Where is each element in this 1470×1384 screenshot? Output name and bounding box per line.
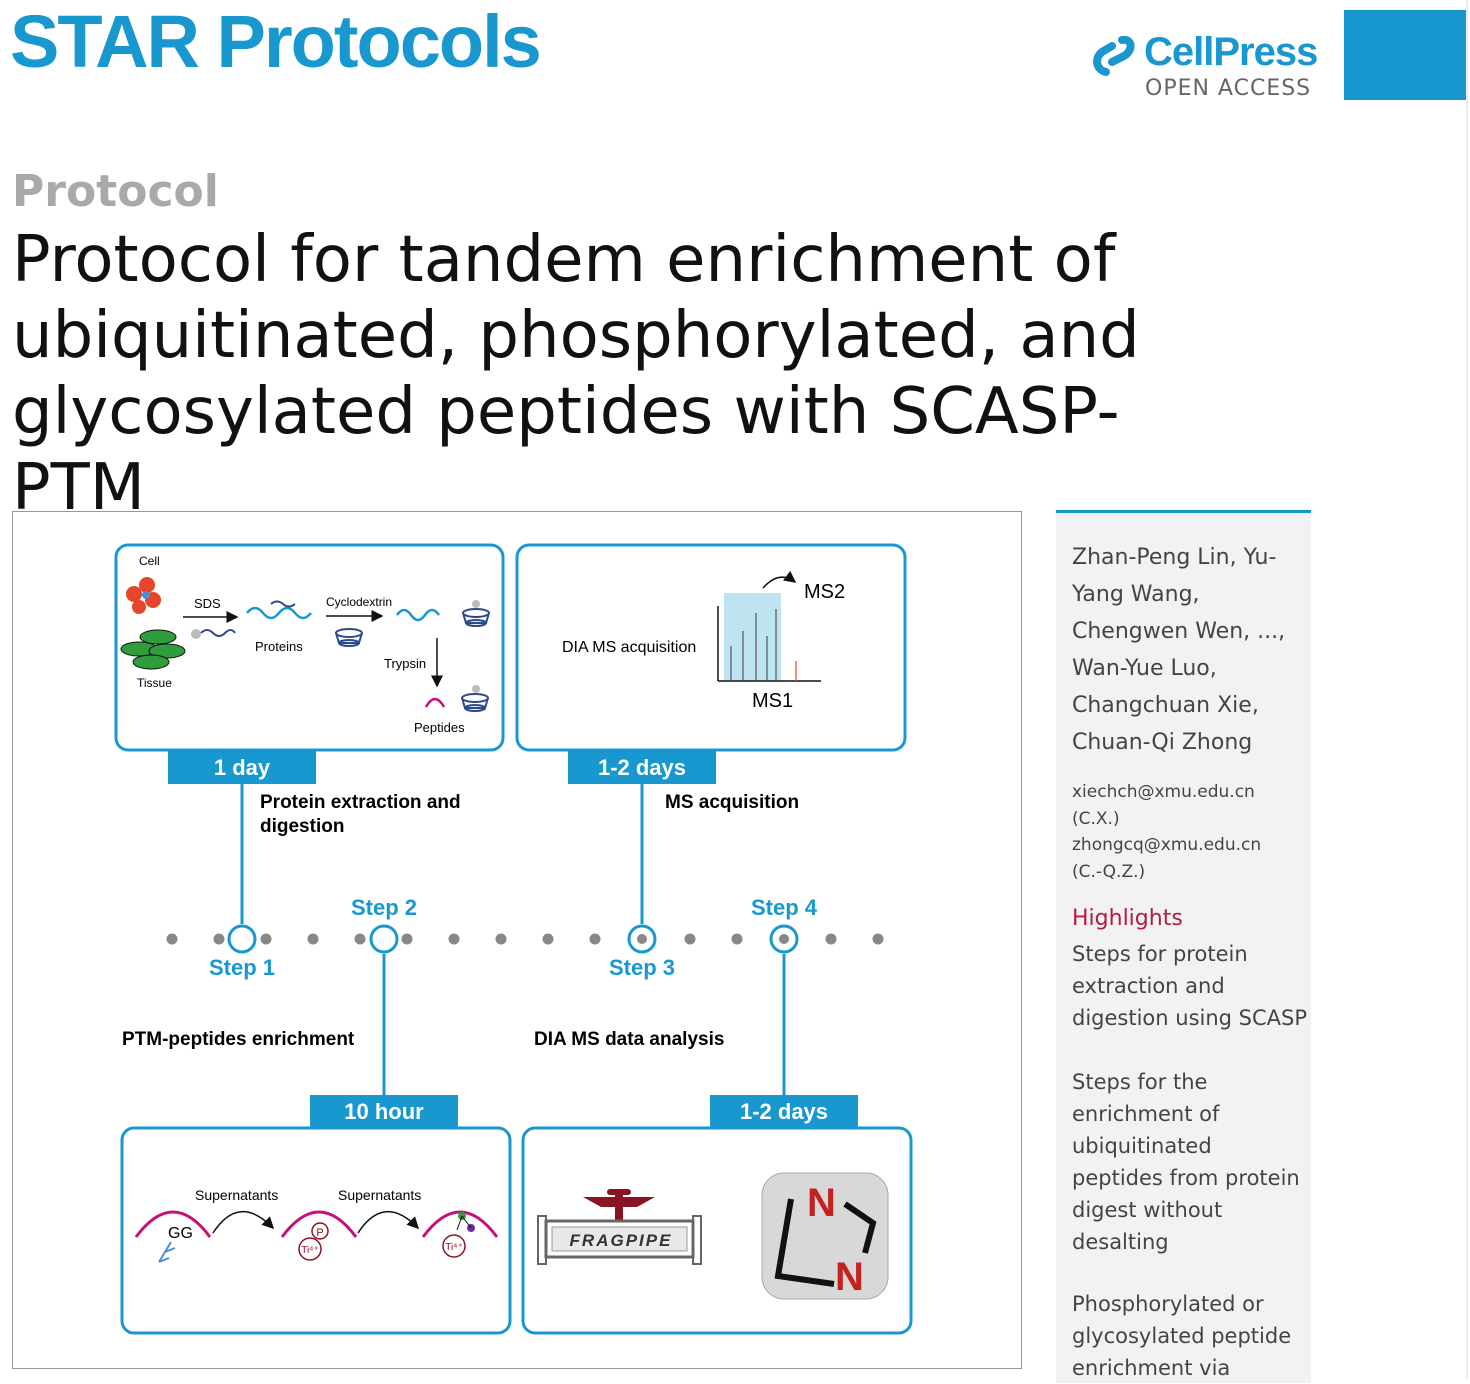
article-type: Protocol (12, 166, 219, 217)
glyco-enrichment-icon: Ti⁴⁺ (421, 1210, 499, 1258)
step1-description: Protein extraction and digestion (260, 792, 466, 837)
peptide-icon (424, 697, 446, 708)
timeline (166, 924, 884, 954)
tissue-label: Tissue (137, 676, 172, 690)
cyclodextrin-complex-icon (462, 600, 490, 627)
cell-icon (126, 577, 161, 614)
highlights-title: Highlights (1072, 906, 1183, 931)
graphical-abstract: Cell Tissue SDS Proteins Cyclodextrin (12, 511, 1022, 1369)
svg-text:1-2 days: 1-2 days (740, 1099, 828, 1124)
step2-description: PTM-peptides enrichment (122, 1029, 355, 1050)
duration-tab-step2: 10 hour (310, 1095, 458, 1128)
supernatants-label-2: Supernatants (338, 1187, 421, 1203)
highlight-3: Phosphorylated or glycosylated peptide e… (1072, 1288, 1308, 1384)
protein-icon (246, 606, 312, 620)
ti-label-1: Ti⁴⁺ (301, 1245, 319, 1256)
sds-label: SDS (194, 596, 221, 611)
article-title: Protocol for tandem enrichment of ubiqui… (12, 222, 1212, 526)
highlight-line: Phosphorylated or (1072, 1292, 1264, 1316)
fragpipe-label: FRAGPIPE (570, 1231, 673, 1250)
ubiquitin-enrichment-icon: GG (134, 1210, 212, 1263)
box-data-analysis: FRAGPIPE N N (521, 1126, 913, 1335)
author-line: Chengwen Wen, ..., (1072, 619, 1286, 644)
workflow-diagram: Cell Tissue SDS Proteins Cyclodextrin (114, 543, 913, 1335)
ms1-label: MS1 (752, 690, 793, 712)
diann-logo: N N (761, 1172, 889, 1300)
page-edge (1466, 0, 1468, 1380)
highlight-1: Steps for protein extraction and digesti… (1072, 938, 1308, 1034)
highlight-2: Steps for the enrichment of ubiquitinate… (1072, 1066, 1308, 1258)
svg-text:N: N (835, 1255, 864, 1299)
author-line: Yang Wang, (1072, 582, 1200, 607)
svg-text:1-2 days: 1-2 days (598, 755, 686, 780)
supernatants-label-1: Supernatants (195, 1187, 278, 1203)
authors: Zhan-Peng Lin, Yu- Yang Wang, Chengwen W… (1072, 539, 1302, 761)
ti-label-2: Ti⁴⁺ (445, 1242, 463, 1253)
cyclodextrin-complex-icon-2 (461, 685, 489, 712)
highlight-line: digestion using SCASP (1072, 1006, 1308, 1030)
highlight-line: enrichment via (1072, 1356, 1231, 1380)
step4-description: DIA MS data analysis (534, 1029, 724, 1050)
title-line: Protocol for tandem enrichment of (12, 223, 1116, 297)
duration-tab-step4: 1-2 days (710, 1095, 858, 1128)
peptides-label: Peptides (414, 720, 465, 735)
dia-label: DIA MS acquisition (562, 639, 696, 656)
highlight-line: enrichment of (1072, 1102, 1220, 1126)
p-label: P (316, 1227, 323, 1239)
highlight-line: digest without (1072, 1198, 1223, 1222)
step2-label: Step 2 (351, 895, 417, 920)
cellpress-logo: CellPress OPEN ACCESS (1092, 30, 1318, 110)
highlight-line: Steps for protein (1072, 942, 1248, 966)
proteins-label: Proteins (255, 639, 303, 654)
author-line: Wan-Yue Luo, (1072, 656, 1217, 681)
email-link[interactable]: zhongcq@xmu.edu.cn (1072, 835, 1262, 855)
title-line: ubiquitinated, phosphorylated, and (12, 299, 1140, 373)
trypsin-label: Trypsin (384, 656, 426, 671)
author-line: Zhan-Peng Lin, Yu- (1072, 545, 1277, 570)
step2-node (369, 924, 399, 954)
publisher-name: CellPress (1144, 30, 1318, 74)
cyclodextrin-label: Cyclodextrin (326, 595, 392, 609)
highlight-line: ubiquitinated (1072, 1134, 1212, 1158)
gg-label: GG (168, 1225, 193, 1242)
fragpipe-logo: FRAGPIPE (537, 1189, 702, 1265)
title-line: glycosylated peptides with SCASP-PTM (12, 375, 1120, 525)
step3-description: MS acquisition (665, 792, 799, 813)
author-line: Chuan-Qi Zhong (1072, 730, 1253, 755)
access-label: OPEN ACCESS (1145, 76, 1312, 101)
tissue-icon (120, 629, 186, 670)
highlight-line: desalting (1072, 1230, 1169, 1254)
highlight-line: glycosylated peptide (1072, 1324, 1292, 1348)
sidebar: Zhan-Peng Lin, Yu- Yang Wang, Chengwen W… (1056, 510, 1311, 1383)
box-ms-acquisition: DIA MS acquisition MS2 MS1 (515, 543, 907, 752)
step3-label: Step 3 (609, 955, 675, 980)
step4-label: Step 4 (751, 895, 818, 920)
svg-text:10 hour: 10 hour (344, 1099, 424, 1124)
highlight-line: extraction and (1072, 974, 1225, 998)
ms-spectrum-icon (717, 570, 821, 682)
phospho-enrichment-icon: P Ti⁴⁺ (280, 1210, 358, 1261)
email-owner: (C.X.) (1072, 808, 1120, 829)
emails: xiechch@xmu.edu.cn (C.X.) zhongcq@xmu.ed… (1072, 779, 1302, 885)
highlight-line: Steps for the (1072, 1070, 1208, 1094)
box-protein-extraction: Cell Tissue SDS Proteins Cyclodextrin (114, 543, 505, 752)
email-owner: (C.-Q.Z.) (1072, 861, 1146, 882)
svg-text:N: N (807, 1181, 836, 1225)
cyclodextrin-icon (335, 628, 363, 647)
corner-block (1344, 10, 1466, 100)
duration-tab-step3: 1-2 days (568, 751, 716, 784)
email-link[interactable]: xiechch@xmu.edu.cn (1072, 782, 1255, 802)
highlight-line: peptides from protein (1072, 1166, 1300, 1190)
cell-label: Cell (139, 554, 160, 568)
step1-label: Step 1 (209, 955, 275, 980)
journal-title: STAR Protocols (10, 0, 542, 83)
cellpress-logo-icon (1093, 36, 1135, 76)
duration-tab-step1: 1 day (168, 751, 316, 784)
author-line: Changchuan Xie, (1072, 693, 1259, 718)
svg-text:1 day: 1 day (214, 755, 271, 780)
box-ptm-enrichment: Supernatants Supernatants GG P Ti⁴⁺ Ti⁴⁺ (120, 1126, 512, 1335)
step1-node (227, 924, 257, 954)
ms2-label: MS2 (804, 581, 845, 603)
